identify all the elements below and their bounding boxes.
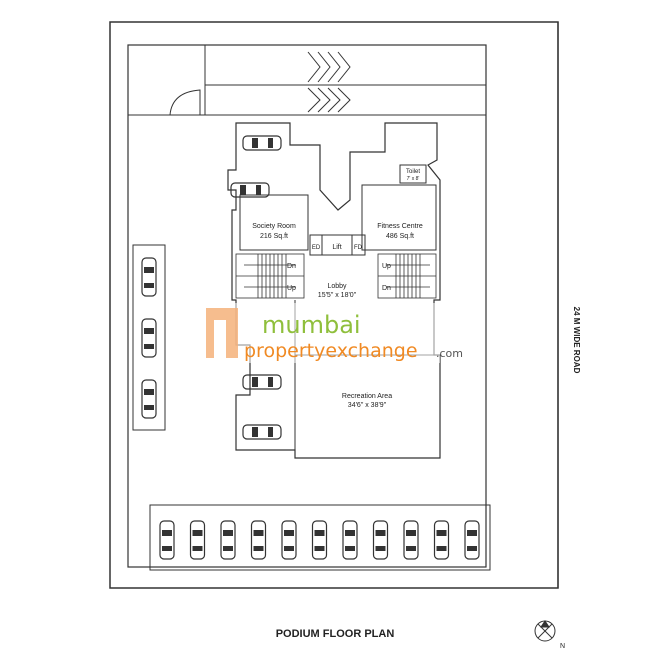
car-top-2 [230, 182, 270, 198]
toilet: Toilet 7' x 8' [399, 164, 427, 184]
stair-left-dn: Dn [287, 263, 296, 270]
car-bottom-7 [342, 520, 358, 560]
car-bottom-11 [464, 520, 480, 560]
car-bottom-5 [281, 520, 297, 560]
car-top-1 [242, 135, 282, 151]
lift-label: Lift [332, 244, 341, 251]
society-room-area: 216 Sq.ft [260, 233, 288, 240]
car-bottom-10 [433, 520, 450, 560]
bottom-parking-bay [149, 504, 491, 571]
plan-title: PODIUM FLOOR PLAN [276, 628, 395, 640]
driveway-boundary [127, 44, 487, 568]
stair-right-dn: Dn [382, 285, 391, 292]
car-left-3 [141, 379, 157, 419]
lobby-size: 15'5" x 18'0" [318, 292, 357, 299]
watermark-mumbai: mumbai [262, 311, 361, 339]
stair-right-up: Up [382, 263, 391, 270]
watermark-dotcom: .com [436, 347, 463, 360]
watermark-logo-mark [206, 308, 238, 358]
watermark: mumbai propertyexchange .com [205, 303, 463, 363]
fitness-centre-name: Fitness Centre [377, 223, 423, 230]
car-bottom-2 [189, 520, 206, 560]
fitness-centre-area: 486 Sq.ft [386, 233, 414, 240]
left-parking-bay [132, 244, 166, 431]
staircase-right: Up Dn [377, 253, 437, 299]
car-middle-1 [242, 374, 282, 390]
ed-label: ED [312, 245, 321, 251]
society-room-name: Society Room [252, 223, 296, 230]
road-label: 24 M WIDE ROAD [572, 307, 581, 374]
north-label: N [560, 643, 565, 650]
car-bottom-3 [220, 520, 236, 560]
staircase-left: Dn Up [235, 253, 305, 299]
lift-core: ED Lift FD [309, 234, 366, 256]
car-middle-2 [242, 424, 282, 440]
toilet-name: Toilet [406, 169, 420, 175]
car-bottom-9 [403, 520, 419, 560]
society-room: Society Room 216 Sq.ft [239, 194, 309, 251]
fitness-centre: Fitness Centre 486 Sq.ft [361, 184, 437, 251]
car-bottom-1 [159, 520, 175, 560]
recreation-area-size: 34'6" x 38'9" [348, 402, 387, 409]
car-bottom-8 [372, 520, 389, 560]
lobby-name: Lobby [327, 283, 347, 290]
watermark-propertyexchange: propertyexchange [244, 340, 418, 362]
car-bottom-4 [250, 520, 267, 560]
car-left-1 [141, 257, 157, 297]
parking-layer [132, 135, 491, 571]
lobby: Lobby 15'5" x 18'0" [318, 283, 357, 299]
toilet-size: 7' x 8' [407, 176, 420, 182]
car-bottom-6 [311, 520, 328, 560]
entry-ramp [128, 45, 486, 116]
stair-left-up: Up [287, 285, 296, 292]
recreation-area-name: Recreation Area [342, 393, 392, 400]
north-arrow-icon: N [534, 620, 565, 650]
fd-label: FD [354, 245, 363, 251]
car-left-2 [141, 318, 157, 358]
